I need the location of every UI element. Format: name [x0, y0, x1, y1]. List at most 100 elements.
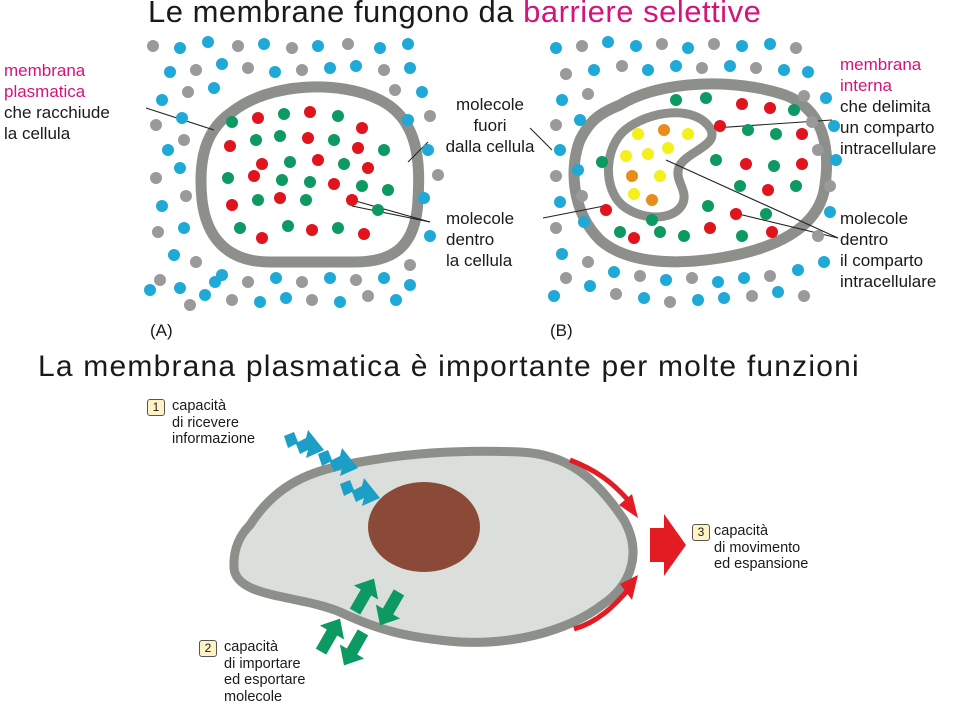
molecule-dot — [402, 38, 414, 50]
molecule-dot — [554, 196, 566, 208]
molecule-dot — [226, 199, 238, 211]
molecule-dot — [682, 128, 694, 140]
molecule-dot — [790, 42, 802, 54]
label-line: membrana — [840, 54, 921, 75]
molecule-dot — [576, 190, 588, 202]
molecule-dot — [736, 230, 748, 242]
function-3-badge: 3 — [692, 524, 710, 541]
molecule-dot — [324, 272, 336, 284]
molecule-dot — [750, 62, 762, 74]
molecule-dot — [630, 40, 642, 52]
molecule-dot — [778, 64, 790, 76]
molecule-dot — [184, 299, 196, 311]
molecule-dot — [766, 226, 778, 238]
molecule-dot — [296, 64, 308, 76]
molecule-dot — [190, 256, 202, 268]
molecule-dot — [560, 272, 572, 284]
molecule-dot — [332, 222, 344, 234]
label-line: interna — [840, 75, 921, 96]
signal-arrow-icon — [284, 430, 324, 458]
label-delimits-compartment: che delimita un comparto intracellulare — [840, 96, 936, 159]
molecule-dot — [328, 178, 340, 190]
molecule-dot — [582, 256, 594, 268]
molecule-dot — [328, 134, 340, 146]
label-line: capacità — [172, 398, 255, 415]
molecule-dot — [678, 230, 690, 242]
molecule-dot — [156, 200, 168, 212]
molecule-dot — [824, 206, 836, 218]
molecule-dot — [404, 279, 416, 291]
molecule-dot — [332, 110, 344, 122]
function-2-badge: 2 — [199, 640, 217, 657]
molecule-dot — [620, 150, 632, 162]
molecule-dot — [199, 289, 211, 301]
molecule-dot — [416, 86, 428, 98]
molecule-dot — [226, 294, 238, 306]
molecule-dot — [174, 162, 186, 174]
label-molecules-inside: molecole dentro la cellula — [446, 208, 514, 271]
molecule-dot — [638, 292, 650, 304]
label-encloses-cell: che racchiude la cellula — [4, 102, 110, 144]
molecule-dot — [628, 232, 640, 244]
molecule-dot — [696, 62, 708, 74]
molecule-dot — [382, 184, 394, 196]
molecule-dot — [812, 230, 824, 242]
molecule-dot — [176, 112, 188, 124]
molecule-dot — [796, 158, 808, 170]
molecule-dot — [152, 226, 164, 238]
molecule-dot — [178, 134, 190, 146]
label-line: capacità — [224, 639, 305, 656]
molecule-dot — [190, 64, 202, 76]
molecule-dot — [798, 290, 810, 302]
label-line: che delimita — [840, 96, 936, 117]
molecule-dot — [404, 62, 416, 74]
molecule-dot — [770, 128, 782, 140]
molecule-dot — [670, 60, 682, 72]
molecule-dot — [312, 154, 324, 166]
molecule-dot — [226, 116, 238, 128]
molecule-dot — [150, 172, 162, 184]
molecule-dot — [418, 192, 430, 204]
molecule-dot — [362, 290, 374, 302]
molecule-dot — [704, 222, 716, 234]
molecule-dot — [312, 40, 324, 52]
molecule-dot — [764, 38, 776, 50]
molecule-dot — [372, 204, 384, 216]
molecule-dot — [610, 288, 622, 300]
label-line: plasmatica — [4, 81, 85, 102]
molecule-dot — [174, 282, 186, 294]
molecule-dot — [178, 222, 190, 234]
molecule-dot — [642, 148, 654, 160]
molecule-dot — [164, 66, 176, 78]
molecule-dot — [712, 276, 724, 288]
molecule-dot — [422, 144, 434, 156]
molecule-dot — [736, 98, 748, 110]
molecule-dot — [582, 88, 594, 100]
label-line: ed espansione — [714, 556, 808, 573]
label-line: che racchiude — [4, 102, 110, 123]
label-line: la cellula — [446, 250, 514, 271]
molecule-dot — [584, 280, 596, 292]
molecule-dot — [730, 208, 742, 220]
label-line: la cellula — [4, 123, 110, 144]
molecule-dot — [768, 160, 780, 172]
function-1-label: capacità di ricevere informazione — [172, 398, 255, 448]
molecule-dot — [760, 208, 772, 220]
molecule-dot — [174, 42, 186, 54]
function-1-badge: 1 — [147, 399, 165, 416]
molecule-dot — [286, 42, 298, 54]
molecule-dot — [588, 64, 600, 76]
molecule-dot — [154, 274, 166, 286]
molecule-dot — [278, 108, 290, 120]
molecule-dot — [686, 272, 698, 284]
molecule-dot — [550, 170, 562, 182]
molecule-dot — [378, 272, 390, 284]
molecule-dot — [324, 62, 336, 74]
nucleus — [368, 482, 480, 572]
molecule-dot — [424, 230, 436, 242]
molecule-dot — [738, 272, 750, 284]
label-line: molecole — [840, 208, 936, 229]
molecule-dot — [692, 294, 704, 306]
label-line: intracellulare — [840, 138, 936, 159]
molecule-dot — [632, 128, 644, 140]
